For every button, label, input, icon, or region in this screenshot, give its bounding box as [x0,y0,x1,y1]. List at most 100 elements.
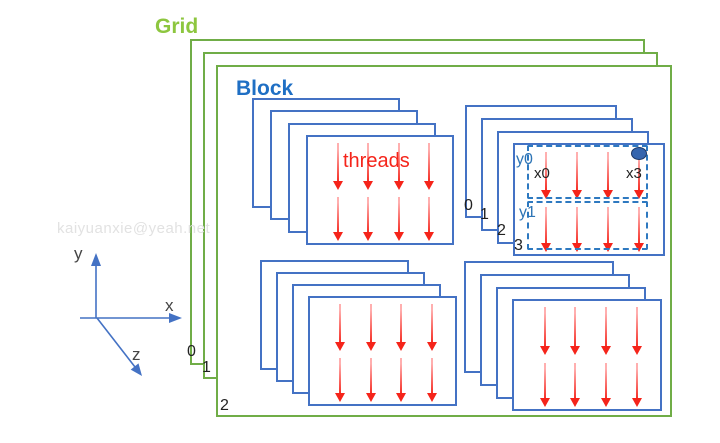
thread-arrow [334,358,346,402]
block-depth-2: 2 [497,222,506,239]
thread-arrow-head [541,190,552,200]
col-label-x0: x0 [534,165,550,182]
thread-arrow-shaft [430,358,433,396]
thread-arrow [395,304,407,351]
block-depth-0: 0 [464,197,473,214]
grid-depth-1: 1 [202,359,211,376]
thread-arrow-shaft [607,207,610,246]
thread-arrow-shaft [339,358,342,396]
thread-arrow-shaft [397,197,400,235]
thread-arrow-head [570,345,581,355]
thread-arrow [600,362,612,407]
thread-arrow-head [426,341,437,351]
thread-arrow-shaft [367,197,370,235]
thread-arrow-head [634,190,645,200]
block-layer [512,299,662,411]
thread-arrow [633,207,645,252]
thread-arrow-shaft [369,304,372,345]
thread-arrow-head [631,345,642,355]
block-depth-1: 1 [480,206,489,223]
thread-row-y0-box [527,145,648,199]
thread-arrow [571,151,583,200]
thread-arrow-head [365,392,376,402]
grid-depth-0: 0 [187,343,196,360]
thread-arrow [362,197,374,241]
col-label-x3: x3 [626,165,642,182]
thread-arrow-shaft [337,197,340,235]
thread-arrow [332,197,344,241]
thread-arrow [334,304,346,351]
thread-arrow-head [426,392,437,402]
axis-label-x: x [165,296,174,315]
thread-arrow [540,151,552,200]
thread-arrow [602,151,614,200]
thread-arrow-shaft [427,197,430,235]
thread-arrow-head [396,392,407,402]
thread-row-y1-box [527,201,648,250]
thread-arrow [426,358,438,402]
grid-title: Grid [155,15,199,38]
thread-arrow [540,207,552,252]
thread-arrow [423,197,435,241]
thread-arrow [539,362,551,407]
thread-arrow-head [603,242,614,252]
block-layer [513,143,665,256]
thread-arrow-shaft [369,358,372,396]
thread-marker-dot [631,147,647,160]
thread-arrow [393,143,405,190]
thread-arrow [631,307,643,355]
thread-arrow-head [603,190,614,200]
thread-arrow-head [541,242,552,252]
grid-depth-2: 2 [220,397,229,414]
thread-arrow-head [396,341,407,351]
thread-arrow-head [539,397,550,407]
threads-title: threads [343,150,410,172]
thread-arrow-head [363,231,374,241]
thread-arrow-shaft [337,143,340,184]
thread-arrow-shaft [400,358,403,396]
thread-arrow-head [634,242,645,252]
thread-arrow-head [393,180,404,190]
thread-arrow-shaft [545,207,548,246]
thread-arrow [569,307,581,355]
thread-arrow-head [363,180,374,190]
xyz-axis-icon [80,253,182,376]
thread-arrow-shaft [635,362,638,401]
thread-arrow [539,307,551,355]
thread-arrow [631,362,643,407]
thread-arrow-shaft [397,143,400,184]
thread-arrow-head [572,190,583,200]
thread-arrow [362,143,374,190]
thread-arrow-shaft [576,207,579,246]
thread-arrow [569,362,581,407]
block-layer [308,296,457,406]
thread-arrow-head [423,231,434,241]
thread-arrow-shaft [543,307,546,349]
block-depth-3: 3 [514,237,523,254]
thread-arrow-shaft [574,362,577,401]
thread-arrow-head [335,341,346,351]
thread-arrow [426,304,438,351]
thread-arrow-head [423,180,434,190]
axis-label-z: z [132,345,141,364]
thread-arrow-head [335,392,346,402]
thread-arrow-head [539,345,550,355]
thread-arrow [365,358,377,402]
row-label-y1: y1 [519,204,536,221]
thread-arrow [633,151,645,200]
thread-arrow-shaft [635,307,638,349]
thread-arrow-shaft [576,151,579,194]
thread-arrow-head [600,397,611,407]
thread-arrow-head [365,341,376,351]
thread-arrow-head [600,345,611,355]
thread-arrow-shaft [430,304,433,345]
row-label-y0: y0 [516,151,533,168]
thread-arrow-head [572,242,583,252]
thread-arrow [393,197,405,241]
block-layer [306,135,454,245]
thread-arrow-head [393,231,404,241]
